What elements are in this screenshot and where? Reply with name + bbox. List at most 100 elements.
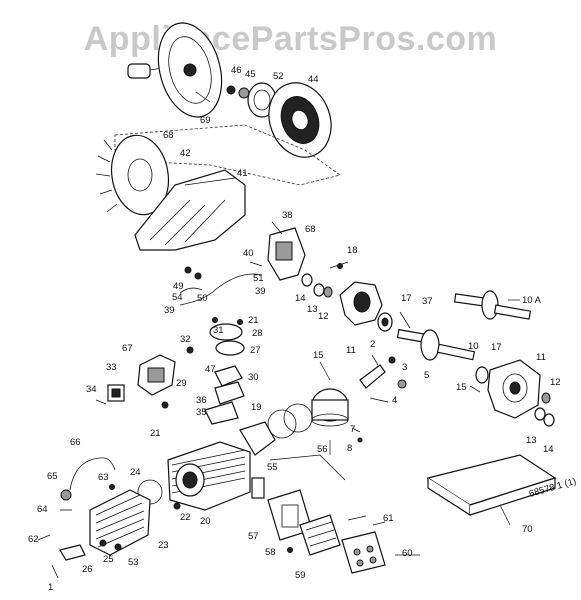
muffler-baffle-59[interactable] <box>299 514 341 556</box>
part-label-l41: 41 <box>237 168 248 179</box>
muffler-cover-60[interactable] <box>341 531 386 574</box>
part-label-l51: 51 <box>253 273 264 284</box>
screw-40[interactable] <box>249 261 263 267</box>
part-label-l11b: 11 <box>536 352 546 363</box>
connecting-rod-2[interactable] <box>359 364 386 389</box>
needle-bearing-5[interactable] <box>397 379 407 389</box>
part-label-l12b: 12 <box>550 377 561 388</box>
seal-14a[interactable] <box>301 273 313 287</box>
screw-22[interactable] <box>173 502 181 510</box>
screw-53[interactable] <box>114 543 122 551</box>
part-label-l25: 25 <box>103 554 114 565</box>
wire-clip-54[interactable] <box>179 287 203 294</box>
piston-6[interactable] <box>311 388 349 427</box>
primer-65[interactable] <box>60 489 72 501</box>
fuel-line-66[interactable] <box>69 457 116 491</box>
part-label-l70: 70 <box>522 524 533 535</box>
part-label-l63: 63 <box>98 472 109 483</box>
screw-34[interactable] <box>95 399 107 405</box>
part-label-l23: 23 <box>158 540 169 551</box>
crankcase-half-11b[interactable] <box>487 359 541 419</box>
seal-13a[interactable] <box>313 283 325 297</box>
piston-pin-7[interactable] <box>351 427 361 433</box>
spacer-36[interactable] <box>214 381 245 405</box>
washer-12a[interactable] <box>323 286 333 298</box>
part-label-l53: 53 <box>128 557 139 568</box>
screw-58[interactable] <box>287 547 293 553</box>
part-label-l46: 46 <box>231 65 242 76</box>
part-label-l12a: 12 <box>318 311 329 322</box>
recoil-starter-housing[interactable] <box>149 16 232 124</box>
nut-18[interactable] <box>337 263 343 269</box>
piston-ring-b[interactable] <box>267 409 297 439</box>
part-label-l68a: 68 <box>163 130 174 141</box>
screw-61[interactable] <box>347 515 367 521</box>
part-label-l31: 31 <box>213 325 224 336</box>
part-label-l21a: 21 <box>248 315 259 326</box>
screw-38[interactable] <box>271 221 283 235</box>
pin-1[interactable] <box>51 564 59 579</box>
part-label-l21b: 21 <box>150 428 161 439</box>
part-label-l32: 32 <box>180 334 191 345</box>
washer-46[interactable] <box>226 85 236 95</box>
part-label-l7: 7 <box>350 424 355 435</box>
spring-45[interactable] <box>238 87 250 99</box>
part-label-l49: 49 <box>173 281 184 292</box>
spark-plug-wire-39[interactable] <box>179 273 263 306</box>
reed-valve-47[interactable] <box>214 365 243 387</box>
washer-12b[interactable] <box>541 392 551 404</box>
blower-housing-41[interactable] <box>134 169 246 251</box>
crankcase-half-11a[interactable] <box>339 281 383 326</box>
part-label-l2: 2 <box>370 339 375 350</box>
clip-8[interactable] <box>357 437 363 443</box>
seal-14b[interactable] <box>543 413 555 427</box>
part-label-l14a: 14 <box>295 293 306 304</box>
part-label-l4: 4 <box>392 395 397 406</box>
bearing-17b[interactable] <box>475 366 489 384</box>
hose-62[interactable] <box>37 534 51 541</box>
bracket-56[interactable] <box>269 454 346 481</box>
bracket-26[interactable] <box>59 544 86 561</box>
part-label-l22: 22 <box>180 512 191 523</box>
intake-manifold-28[interactable] <box>209 323 243 341</box>
piston-ring-a[interactable] <box>283 403 313 433</box>
part-label-l15b: 15 <box>456 382 467 393</box>
flywheel-68[interactable] <box>95 131 175 220</box>
cylinder-shroud-23[interactable] <box>89 489 151 556</box>
gasket-27[interactable] <box>215 340 245 356</box>
screw-21b[interactable] <box>161 401 169 409</box>
screw-25[interactable] <box>99 539 107 547</box>
carburetor-67[interactable] <box>137 354 176 396</box>
air-filter-33[interactable] <box>107 384 125 402</box>
manual-box-70[interactable]: 68578 1 (1) <box>426 454 578 517</box>
ignition-module-68[interactable] <box>267 227 306 281</box>
part-label-l42: 42 <box>180 148 191 159</box>
pawl-plate-44[interactable] <box>259 74 341 166</box>
screw-49[interactable] <box>184 266 192 274</box>
part-label-l59: 59 <box>295 570 306 581</box>
bolt-4[interactable] <box>369 397 389 403</box>
part-label-l52: 52 <box>273 71 284 82</box>
seal-13b[interactable] <box>534 407 546 421</box>
cylinder-20[interactable] <box>167 441 251 511</box>
screw-15b[interactable] <box>469 385 481 393</box>
gasket-35[interactable] <box>204 401 239 425</box>
part-label-l8: 8 <box>347 443 352 454</box>
part-label-l67: 67 <box>122 343 133 354</box>
screw-3[interactable] <box>388 356 396 364</box>
crankshaft-10[interactable] <box>396 328 476 361</box>
screw-21a[interactable] <box>237 319 243 325</box>
pin-37[interactable] <box>399 311 411 329</box>
cylinder-head-gasket-19[interactable] <box>239 421 276 456</box>
screw-32[interactable] <box>186 346 194 354</box>
screw-31[interactable] <box>212 317 218 323</box>
part-label-l47: 47 <box>205 364 216 375</box>
gasket-55[interactable] <box>251 477 265 499</box>
crankshaft-10A[interactable] <box>453 290 532 320</box>
screw-63[interactable] <box>109 484 115 490</box>
screw-50[interactable] <box>194 272 202 280</box>
part-label-l17a: 17 <box>401 293 412 304</box>
part-label-l29: 29 <box>176 378 187 389</box>
